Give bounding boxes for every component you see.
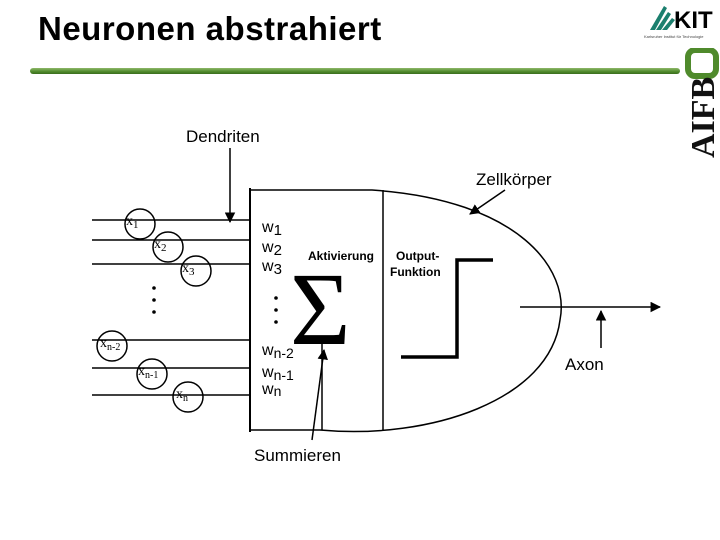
weight-label-w3: w3 [261, 258, 282, 278]
input-label-xn2: xn-2 [100, 336, 120, 353]
weight-ellipsis [274, 296, 278, 324]
kit-logo: KIT Karlsruher Institut für Technologie [644, 6, 713, 39]
dendrite-x3 [180, 255, 212, 287]
dendrite-xn [172, 381, 204, 413]
label-axon: Axon [565, 355, 604, 374]
weight-label-wn2: wn-2 [261, 342, 294, 361]
title-underline [30, 68, 680, 74]
zellkoerper-arrow [469, 189, 506, 215]
aifb-logo: AIFB [685, 48, 720, 158]
slide-title: Neuronen abstrahiert [38, 10, 382, 47]
label-summieren: Summieren [254, 446, 341, 465]
weight-label-wn: wn [261, 381, 281, 399]
dendrite-x1 [124, 208, 156, 240]
label-dendriten: Dendriten [186, 127, 260, 146]
label-zellkoerper: Zellkörper [476, 170, 552, 189]
label-output-line1: Output- [396, 249, 439, 263]
kit-logo-text: KIT [674, 7, 713, 34]
kit-logo-mark-icon [650, 6, 675, 30]
weight-label-w1: w1 [261, 219, 282, 239]
aifb-logo-text: AIFB [685, 77, 720, 158]
aifb-logo-ring-icon [685, 48, 719, 79]
input-label-x1: x1 [126, 214, 139, 231]
label-aktivierung: Aktivierung [308, 249, 374, 263]
input-ellipsis [152, 286, 156, 314]
summation-sigma: Σ [290, 252, 351, 367]
input-label-xn1: xn-1 [138, 364, 158, 381]
input-label-x2: x2 [154, 237, 167, 254]
input-label-x3: x3 [182, 261, 195, 278]
dendrite-x2 [152, 231, 184, 263]
weight-label-w2: w2 [261, 239, 282, 259]
weight-label-wn1: wn-1 [261, 364, 294, 383]
step-function-curve [401, 258, 493, 359]
label-output-line2: Funktion [390, 265, 441, 279]
dendrite-xn1 [136, 358, 168, 390]
input-label-xn: xn [176, 387, 188, 404]
summieren-arrow [311, 348, 328, 441]
dendrite-xn2 [96, 330, 128, 362]
kit-tagline: Karlsruher Institut für Technologie [644, 34, 704, 39]
